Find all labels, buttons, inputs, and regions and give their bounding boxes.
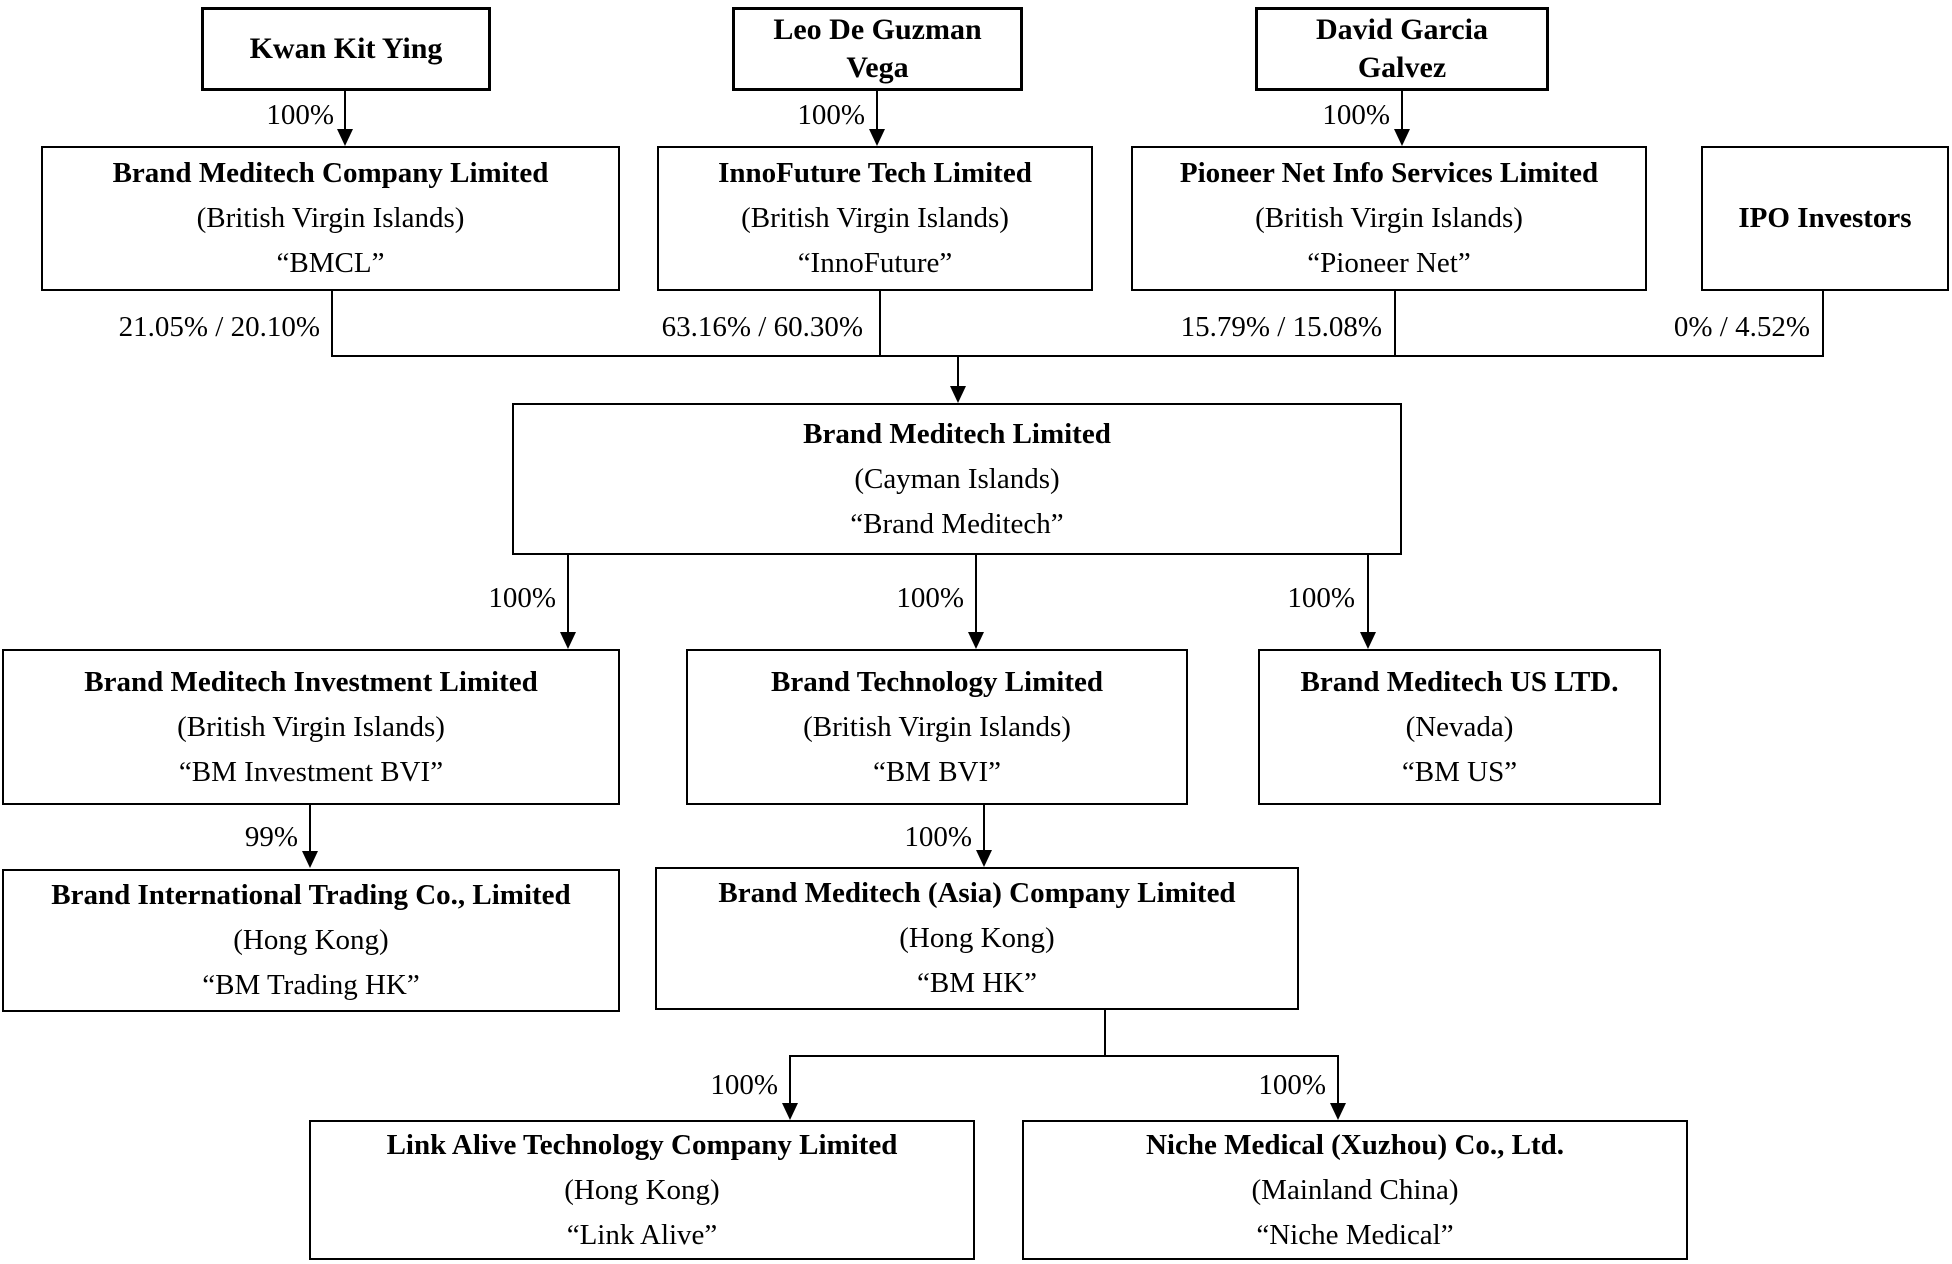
node-bm-hk: Brand Meditech (Asia) Company Limited (H… [655, 867, 1299, 1010]
ownership-label: 100% [488, 582, 556, 614]
jurisdiction: (Hong Kong) [564, 1173, 720, 1206]
ownership-label: 99% [244, 821, 298, 853]
ownership-label: 100% [1287, 582, 1355, 614]
node-bm-bvi: Brand Technology Limited (British Virgin… [686, 649, 1188, 805]
connector-david-to-pioneer [1401, 91, 1403, 131]
jurisdiction: (Hong Kong) [233, 924, 389, 956]
ownership-label: 100% [904, 821, 972, 853]
connector-hk-down [1104, 1010, 1106, 1057]
connector-investment-to-trading [309, 805, 311, 854]
short-name: “BM US” [1401, 755, 1518, 788]
short-name: “Niche Medical” [1256, 1218, 1454, 1251]
short-name: “BMCL” [276, 247, 385, 279]
connector-technology-to-hk [983, 805, 985, 853]
node-david-garcia-galvez: David Garcia Galvez [1255, 7, 1549, 91]
jurisdiction: (British Virgin Islands) [741, 202, 1009, 234]
node-pioneer-net: Pioneer Net Info Services Limited (Briti… [1131, 146, 1647, 291]
shareholder-name: Leo De Guzman Vega [773, 13, 982, 84]
ownership-label: 100% [710, 1069, 778, 1101]
short-name: “Pioneer Net” [1307, 247, 1471, 279]
ownership-label: 63.16% / 60.30% [661, 311, 863, 343]
connector-kwan-to-bmcl [344, 91, 346, 131]
connector-bmcl-drop [331, 291, 333, 356]
connector-row2-bus [331, 355, 1824, 357]
shareholder-name: Kwan Kit Ying [249, 32, 443, 65]
arrowhead-technology-to-hk [976, 850, 992, 867]
jurisdiction: (British Virgin Islands) [1255, 202, 1523, 234]
arrowhead-kwan-to-bmcl [337, 129, 353, 146]
jurisdiction: (British Virgin Islands) [803, 710, 1071, 743]
company-name: Brand International Trading Co., Limited [51, 879, 571, 911]
connector-bm-to-technology [975, 555, 977, 635]
company-name: Brand Meditech US LTD. [1300, 665, 1619, 698]
connector-bm-to-us [1367, 555, 1369, 635]
connector-hk-to-link-alive [789, 1055, 791, 1105]
company-name: Niche Medical (Xuzhou) Co., Ltd. [1145, 1128, 1565, 1161]
company-name: Brand Meditech Company Limited [112, 157, 549, 189]
jurisdiction: (Hong Kong) [899, 922, 1055, 954]
arrowhead-bm-to-us [1360, 632, 1376, 649]
connector-leo-to-innofuture [876, 91, 878, 131]
arrowhead-david-to-pioneer [1394, 129, 1410, 146]
company-name: Brand Meditech (Asia) Company Limited [718, 877, 1236, 909]
connector-ipo-drop [1822, 291, 1824, 356]
short-name: “Link Alive” [566, 1218, 718, 1251]
ownership-label: 100% [1322, 99, 1390, 131]
arrowhead-hk-to-link-alive [782, 1103, 798, 1120]
connector-bm-to-investment [567, 555, 569, 635]
arrowhead-hk-to-niche [1330, 1103, 1346, 1120]
jurisdiction: (Cayman Islands) [854, 462, 1060, 495]
node-kwan-kit-ying: Kwan Kit Ying [201, 7, 491, 91]
company-name: IPO Investors [1738, 202, 1912, 234]
short-name: “BM BVI” [872, 755, 1002, 788]
ownership-label: 100% [896, 582, 964, 614]
ownership-label: 100% [1258, 1069, 1326, 1101]
ownership-label: 100% [266, 99, 334, 131]
shareholder-name: David Garcia Galvez [1316, 13, 1488, 84]
node-bm-investment-bvi: Brand Meditech Investment Limited (Briti… [2, 649, 620, 805]
node-bm-trading-hk: Brand International Trading Co., Limited… [2, 869, 620, 1012]
node-link-alive: Link Alive Technology Company Limited (H… [309, 1120, 975, 1260]
company-name: InnoFuture Tech Limited [718, 157, 1032, 189]
short-name: “InnoFuture” [797, 247, 953, 279]
connector-innofuture-drop [879, 291, 881, 356]
node-niche-medical: Niche Medical (Xuzhou) Co., Ltd. (Mainla… [1022, 1120, 1688, 1260]
jurisdiction: (Mainland China) [1251, 1173, 1459, 1206]
ownership-label: 21.05% / 20.10% [118, 311, 320, 343]
company-name: Pioneer Net Info Services Limited [1179, 157, 1599, 189]
node-leo-de-guzman-vega: Leo De Guzman Vega [732, 7, 1023, 91]
node-bmcl: Brand Meditech Company Limited (British … [41, 146, 620, 291]
company-name: Brand Meditech Investment Limited [84, 665, 538, 698]
company-name: Brand Meditech Limited [803, 417, 1111, 450]
arrowhead-leo-to-innofuture [869, 129, 885, 146]
ownership-label: 0% / 4.52% [1673, 311, 1810, 343]
arrowhead-to-brand-meditech [950, 386, 966, 403]
short-name: “Brand Meditech” [850, 507, 1064, 540]
company-name: Link Alive Technology Company Limited [386, 1128, 898, 1161]
connector-to-brand-meditech [957, 356, 959, 389]
ownership-label: 15.79% / 15.08% [1180, 311, 1382, 343]
arrowhead-bm-to-investment [560, 632, 576, 649]
node-bm-us: Brand Meditech US LTD. (Nevada) “BM US” [1258, 649, 1661, 805]
jurisdiction: (British Virgin Islands) [196, 202, 465, 234]
company-name: Brand Technology Limited [771, 665, 1103, 698]
arrowhead-bm-to-technology [968, 632, 984, 649]
short-name: “BM Trading HK” [202, 969, 420, 1001]
ownership-label: 100% [797, 99, 865, 131]
connector-pioneer-drop [1394, 291, 1396, 356]
short-name: “BM HK” [916, 967, 1037, 999]
connector-hk-split-bus [789, 1055, 1339, 1057]
node-innofuture: InnoFuture Tech Limited (British Virgin … [657, 146, 1093, 291]
arrowhead-investment-to-trading [302, 851, 318, 868]
jurisdiction: (British Virgin Islands) [177, 710, 445, 743]
jurisdiction: (Nevada) [1405, 710, 1514, 743]
node-brand-meditech: Brand Meditech Limited (Cayman Islands) … [512, 403, 1402, 555]
connector-hk-to-niche [1337, 1055, 1339, 1105]
node-ipo-investors: IPO Investors [1701, 146, 1949, 291]
short-name: “BM Investment BVI” [178, 755, 444, 788]
